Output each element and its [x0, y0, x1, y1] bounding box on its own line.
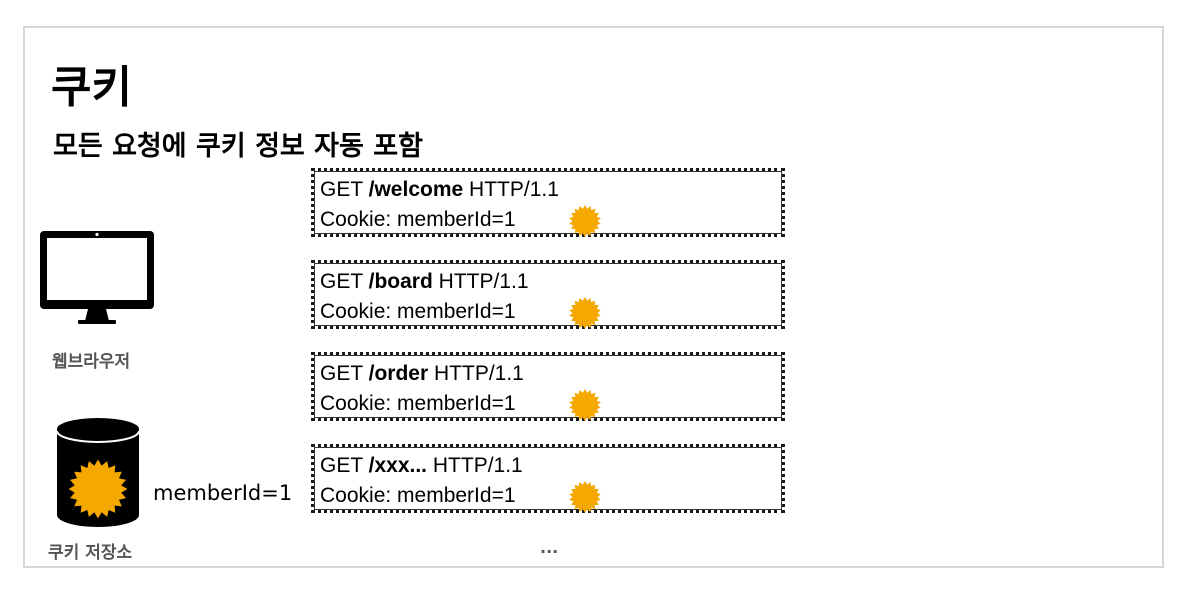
request-protocol: HTTP/1.1 — [434, 362, 524, 385]
request-protocol: HTTP/1.1 — [438, 270, 529, 293]
request-protocol: HTTP/1.1 — [432, 454, 523, 477]
cookie-header: Cookie: memberId=1 — [320, 300, 516, 323]
request-box: GET /order HTTP/1.1 Cookie: memberId=1 — [311, 352, 785, 421]
request-line: GET /xxx... HTTP/1.1 — [320, 453, 523, 479]
more-requests-ellipsis: ... — [540, 538, 559, 557]
page-title: 쿠키 — [51, 62, 132, 113]
cookie-badge-icon — [569, 481, 601, 513]
request-box: GET /xxx... HTTP/1.1 Cookie: memberId=1 — [311, 444, 785, 513]
request-path: /xxx... — [368, 454, 428, 477]
request-path: /board — [368, 270, 433, 293]
cookie-badge-icon — [569, 297, 601, 329]
monitor-icon — [40, 231, 154, 324]
cookie-header: Cookie: memberId=1 — [320, 392, 516, 415]
request-path: /welcome — [368, 178, 464, 201]
request-line: GET /board HTTP/1.1 — [320, 269, 529, 295]
cookie-header: Cookie: memberId=1 — [320, 484, 516, 507]
cookie-header: Cookie: memberId=1 — [320, 208, 516, 231]
browser-caption: 웹브라우저 — [52, 352, 131, 372]
cookie-badge-icon — [67, 458, 129, 520]
request-box: GET /welcome HTTP/1.1 Cookie: memberId=1 — [311, 168, 785, 237]
stored-cookie-label: memberId=1 — [153, 481, 293, 505]
request-line: GET /order HTTP/1.1 — [320, 361, 524, 387]
request-path: /order — [368, 362, 429, 385]
page-subtitle: 모든 요청에 쿠키 정보 자동 포함 — [53, 131, 423, 162]
request-protocol: HTTP/1.1 — [469, 178, 559, 201]
request-line: GET /welcome HTTP/1.1 — [320, 177, 559, 203]
request-method: GET — [320, 454, 363, 477]
request-method: GET — [320, 178, 363, 201]
request-box: GET /board HTTP/1.1 Cookie: memberId=1 — [311, 260, 785, 329]
cookie-store-caption: 쿠키 저장소 — [48, 543, 133, 563]
request-method: GET — [320, 362, 363, 385]
database-icon — [56, 418, 140, 527]
cookie-badge-icon — [569, 205, 601, 237]
request-method: GET — [320, 270, 363, 293]
cookie-badge-icon — [569, 389, 601, 421]
